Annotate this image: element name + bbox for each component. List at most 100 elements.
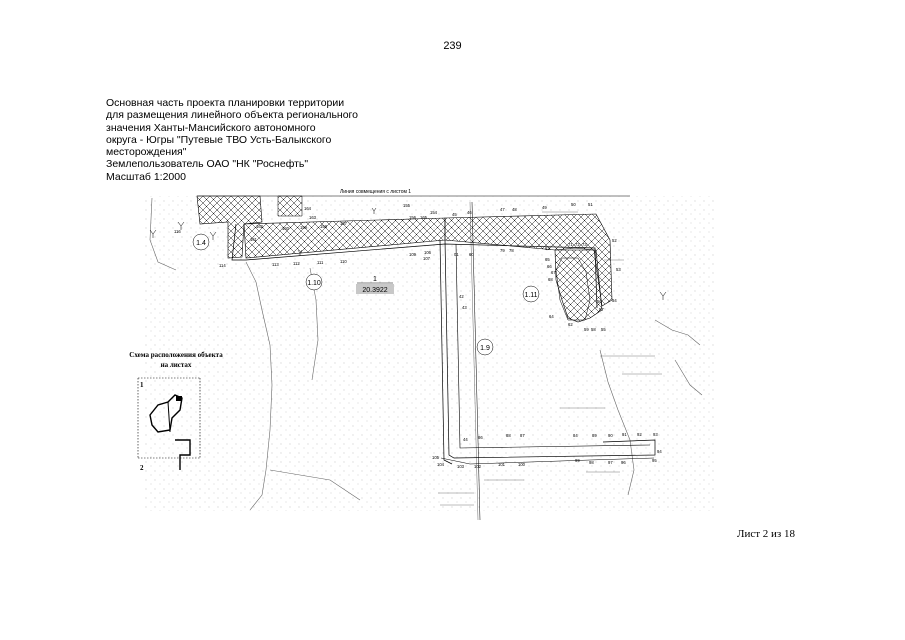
- title-line: месторождения": [106, 146, 187, 159]
- point-label: 73: [582, 242, 587, 247]
- point-label: 65: [545, 257, 550, 262]
- point-label: 64: [549, 314, 554, 319]
- point-label: 94: [657, 449, 662, 454]
- point-label: 114: [219, 263, 226, 268]
- point-label: 84: [573, 433, 578, 438]
- point-label: 60: [469, 252, 474, 257]
- point-label: 55: [601, 327, 606, 332]
- title-line: значения Ханты-Мансийского автономного: [106, 121, 316, 134]
- location-scheme: Схема расположения объекта на листах 1 2: [129, 351, 223, 472]
- point-label: 49: [542, 205, 547, 210]
- scale-label: Масштаб 1:2000: [106, 170, 186, 183]
- scheme-sheet-label: 1: [140, 381, 144, 389]
- point-label: 161: [250, 237, 258, 242]
- point-label: 105: [432, 455, 440, 460]
- parcel-label: 1 20.3922: [356, 276, 394, 294]
- point-label: 93: [653, 432, 658, 437]
- parcel-boundaries: [231, 201, 656, 521]
- point-label: 111: [317, 260, 324, 265]
- point-label: 46: [467, 210, 472, 215]
- point-label: 71: [568, 242, 573, 247]
- scheme-sheet-label: 2: [140, 464, 144, 472]
- point-label: 66: [547, 264, 552, 269]
- point-label: 43: [462, 305, 467, 310]
- point-label: 72: [575, 242, 580, 247]
- point-label: 68: [548, 277, 553, 282]
- sheet-number: Лист 2 из 18: [737, 528, 796, 540]
- point-label: 100: [518, 462, 526, 467]
- point-label: 53: [616, 267, 621, 272]
- point-label: 160: [282, 226, 290, 231]
- title-line: округа - Югры "Путевые ТВО Усть-Балыкско…: [106, 133, 332, 146]
- scheme-title: Схема расположения объекта: [129, 351, 223, 359]
- zone-label: 1.11: [524, 292, 537, 299]
- point-label: 157: [340, 221, 348, 226]
- scheme-title: на листах: [161, 361, 192, 369]
- match-line-label: Линия совмещения с листом 1: [340, 189, 411, 195]
- point-label: 102: [474, 464, 482, 469]
- point-label: 44: [463, 437, 468, 442]
- point-label: 158: [320, 224, 328, 229]
- point-label: 01: [454, 252, 459, 257]
- point-label: 56: [597, 299, 602, 304]
- point-label: 51: [588, 202, 593, 207]
- title-line: для размещения линейного объекта региона…: [106, 109, 358, 122]
- point-label: 154: [430, 210, 438, 215]
- point-label: 113: [272, 262, 279, 267]
- point-label: 164: [304, 206, 312, 211]
- point-label: 62: [568, 322, 573, 327]
- point-label: 106: [424, 250, 432, 255]
- zone-markers: 1.4 1.10 1.11 1.9: [192, 233, 540, 356]
- terrain-contours: [149, 197, 703, 511]
- point-label: 116: [174, 229, 181, 234]
- point-label: 63: [545, 246, 550, 251]
- page-number: 239: [443, 40, 462, 52]
- point-label: 59: [584, 327, 589, 332]
- leader-lines: [438, 211, 662, 506]
- point-label: 86: [478, 435, 483, 440]
- point-label: 90: [608, 433, 613, 438]
- parcel-area: 20.3922: [362, 287, 387, 294]
- point-label: 79: [500, 248, 505, 253]
- point-label: 78: [509, 248, 514, 253]
- zone-label: 1.9: [480, 345, 490, 352]
- point-label: 95: [652, 458, 657, 463]
- point-label: 42: [459, 294, 464, 299]
- vegetation-symbols: [149, 207, 667, 300]
- point-label: 107: [423, 256, 431, 261]
- point-label: 47: [500, 207, 505, 212]
- point-label: 67: [551, 270, 556, 275]
- point-label: 99: [575, 458, 580, 463]
- point-label: 87: [520, 433, 525, 438]
- point-label: 92: [637, 432, 642, 437]
- point-label: 45: [452, 212, 457, 217]
- title-line: Основная часть проекта планировки террит…: [106, 97, 345, 109]
- point-label: 101: [498, 462, 506, 467]
- point-label: 103: [457, 464, 465, 469]
- point-label: 112: [293, 261, 300, 266]
- parcel-number: 1: [373, 276, 377, 283]
- point-label: 165: [420, 215, 428, 220]
- point-label: 48: [512, 207, 517, 212]
- point-labels: 116 114 164 163 162 160 159 158 157 155 …: [174, 202, 662, 469]
- document-title: Основная часть проекта планировки террит…: [106, 97, 376, 183]
- point-label: 91: [622, 432, 627, 437]
- zone-label: 1.10: [307, 280, 321, 287]
- point-label: 98: [589, 460, 594, 465]
- point-label: 163: [309, 215, 317, 220]
- point-label: 110: [340, 259, 347, 264]
- point-label: 109: [409, 252, 417, 257]
- point-label: 57: [599, 307, 604, 312]
- point-label: 89: [592, 433, 597, 438]
- title-line: Землепользователь ОАО "НК "Роснефть": [106, 158, 309, 171]
- point-label: 162: [256, 224, 264, 229]
- point-label: 104: [437, 462, 445, 467]
- point-label: 58: [591, 327, 596, 332]
- corridor-hatch: [196, 195, 613, 323]
- point-label: 159: [300, 225, 308, 230]
- point-label: 156: [409, 215, 417, 220]
- point-label: 54: [612, 298, 617, 303]
- zone-label: 1.4: [196, 240, 206, 247]
